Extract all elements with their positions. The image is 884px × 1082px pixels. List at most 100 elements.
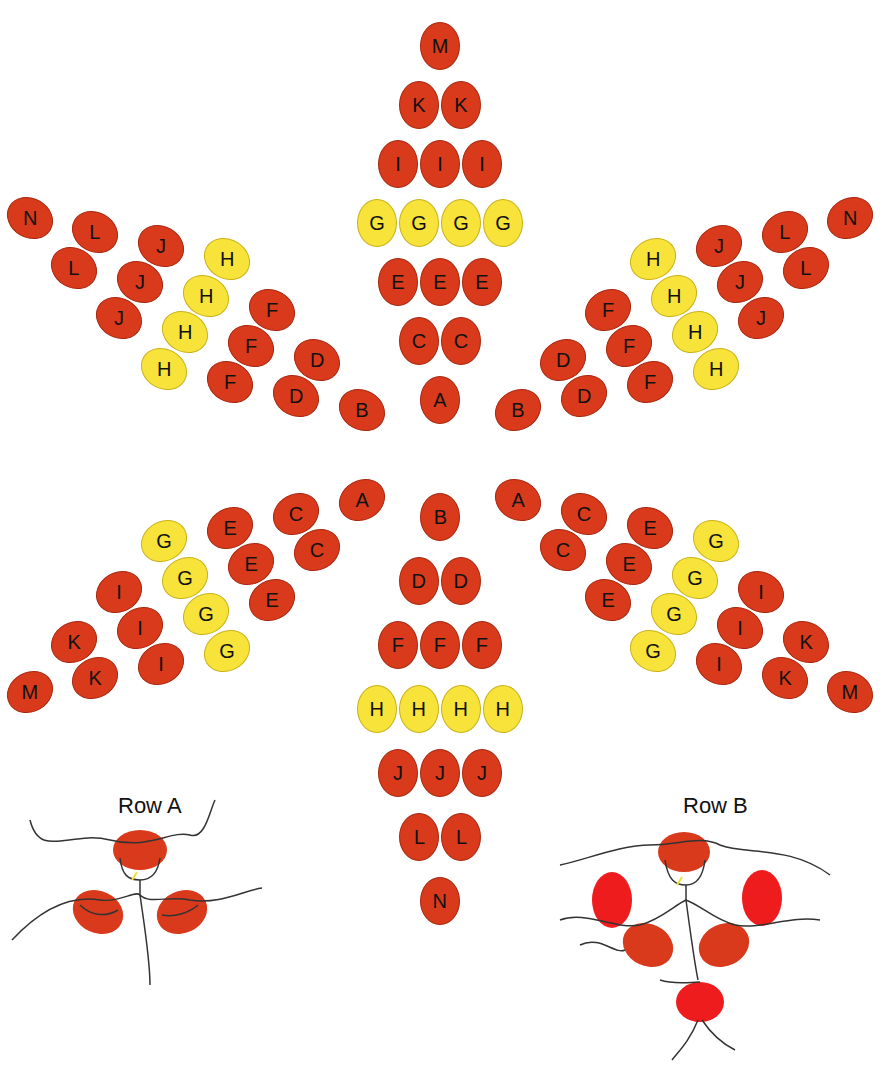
bead: F (420, 621, 460, 669)
bead: I (420, 140, 460, 188)
bead-letter: K (454, 95, 467, 115)
bead-letter: K (412, 95, 425, 115)
bead-letter: C (454, 331, 468, 351)
bead: D (441, 557, 481, 605)
bead-letter: H (454, 699, 468, 719)
bead-letter: J (114, 308, 124, 328)
bead-letter: C (412, 331, 426, 351)
bead-letter: G (177, 568, 193, 588)
bead-letter: K (799, 632, 812, 652)
bead-letter: I (138, 618, 144, 638)
bead: C (399, 317, 439, 365)
bead-letter: A (511, 490, 524, 510)
bead-letter: D (577, 386, 591, 406)
bead-letter: J (735, 272, 745, 292)
bead-letter: N (433, 891, 447, 911)
bead-letter: J (477, 763, 487, 783)
bead-letter: D (556, 350, 570, 370)
bead-letter: D (412, 571, 426, 591)
bead: J (420, 749, 460, 797)
bead: H (441, 685, 481, 733)
bead-letter: G (687, 568, 703, 588)
bead: K (441, 81, 481, 129)
bead-letter: H (687, 322, 701, 342)
bead: N (420, 877, 460, 925)
bead-letter: F (245, 336, 257, 356)
bead-letter: J (714, 236, 724, 256)
bead-letter: F (476, 635, 488, 655)
bead-letter: F (392, 635, 404, 655)
bead-letter: F (623, 336, 635, 356)
bead-letter: H (412, 699, 426, 719)
row-a-sketch (12, 800, 262, 985)
bead-letter: E (475, 272, 488, 292)
bead-letter: H (370, 699, 384, 719)
bead: I (378, 140, 418, 188)
bead-letter: H (708, 359, 722, 379)
bead: A (331, 471, 393, 530)
bead-letter: G (156, 531, 172, 551)
bead-letter: G (219, 641, 235, 661)
bead-letter: D (310, 350, 324, 370)
bead-letter: H (645, 249, 659, 269)
bead: B (420, 493, 460, 541)
bead: G (357, 199, 397, 247)
bead-letter: E (643, 518, 656, 538)
bead: K (399, 81, 439, 129)
bead: H (357, 685, 397, 733)
bead-letter: C (310, 540, 324, 560)
bead: B (487, 381, 549, 440)
bead-letter: E (391, 272, 404, 292)
bead-letter: H (178, 322, 192, 342)
bead-letter: C (556, 540, 570, 560)
row-b-sketch (560, 832, 830, 1060)
bead: I (462, 140, 502, 188)
bead-letter: J (156, 236, 166, 256)
bead: J (378, 749, 418, 797)
bead-letter: L (90, 222, 101, 242)
bead-letter: J (393, 763, 403, 783)
bead-letter: E (433, 272, 446, 292)
bead-letter: D (454, 571, 468, 591)
bead-letter: I (395, 154, 401, 174)
bead-letter: H (666, 286, 680, 306)
bead: F (462, 621, 502, 669)
bead: C (441, 317, 481, 365)
bead-letter: M (842, 682, 859, 702)
bead-letter: E (622, 554, 635, 574)
bead-letter: L (413, 827, 424, 847)
bead-letter: G (198, 604, 214, 624)
row-label: Row B (683, 793, 748, 819)
bead-letter: L (800, 258, 811, 278)
bead: F (378, 621, 418, 669)
bead-letter: I (479, 154, 485, 174)
bead-letter: J (135, 272, 145, 292)
bead-letter: M (21, 682, 38, 702)
bead: L (441, 813, 481, 861)
bead: J (462, 749, 502, 797)
bead-letter: H (157, 359, 171, 379)
bead-letter: H (199, 286, 213, 306)
bead-letter: C (577, 504, 591, 524)
bead-letter: E (601, 590, 614, 610)
bead: D (399, 557, 439, 605)
bead-letter: M (432, 36, 449, 56)
row-label: Row A (118, 793, 182, 819)
bead-letter: H (220, 249, 234, 269)
bead-letter: C (289, 504, 303, 524)
bead: L (399, 813, 439, 861)
bead: M (0, 663, 60, 722)
bead: G (399, 199, 439, 247)
bead-letter: K (778, 668, 791, 688)
bead-letter: B (433, 507, 446, 527)
bead-letter: F (224, 372, 236, 392)
bead: A (420, 376, 460, 424)
bead-letter: I (758, 582, 764, 602)
bead: G (441, 199, 481, 247)
bead-letter: A (433, 390, 446, 410)
bead: H (399, 685, 439, 733)
bead-letter: E (224, 518, 237, 538)
bead-letter: J (435, 763, 445, 783)
bead-letter: E (266, 590, 279, 610)
